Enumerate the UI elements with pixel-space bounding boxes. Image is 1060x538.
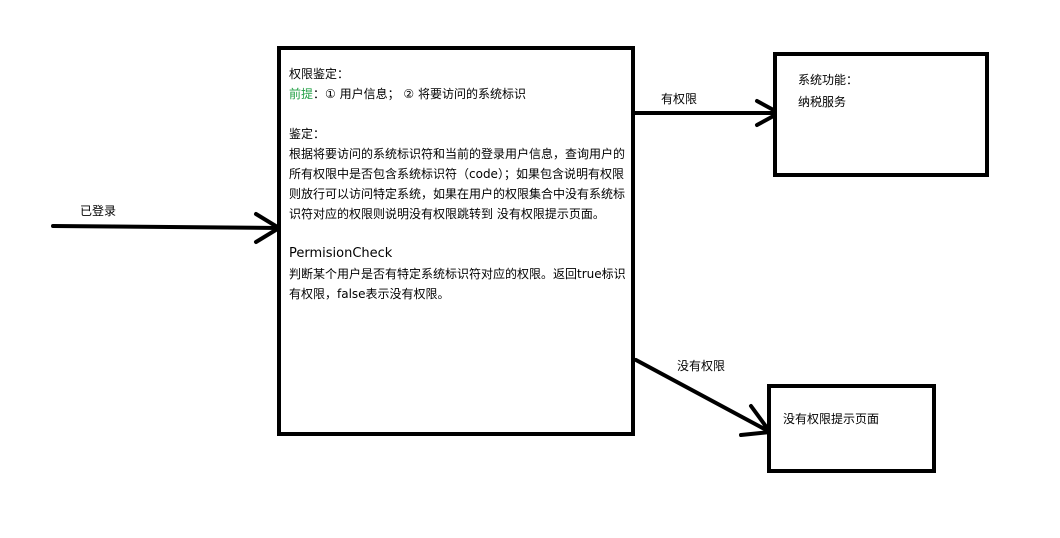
- premise-label: 前提: [289, 87, 314, 101]
- system-function-box: 系统功能： 纳税服务: [773, 52, 989, 177]
- premise-text: ：① 用户信息； ② 将要访问的系统标识: [313, 87, 526, 101]
- no-permission-page-label: 没有权限提示页面: [783, 412, 880, 426]
- login-arrow-line: [51, 224, 281, 230]
- no-permission-label: 没有权限: [677, 359, 726, 373]
- judge-body: 根据将要访问的系统标识符和当前的登录用户信息，查询用户的所有权限中是否包含系统标…: [289, 147, 626, 221]
- system-function-subtitle: 纳税服务: [798, 95, 847, 109]
- login-label: 已登录: [80, 204, 117, 218]
- premise-line: 前提：① 用户信息； ② 将要访问的系统标识: [289, 84, 629, 104]
- system-function-title: 系统功能：: [798, 73, 859, 87]
- no-permission-page-box: 没有权限提示页面: [767, 384, 936, 473]
- has-permission-label: 有权限: [661, 92, 698, 106]
- check-title: PermisionCheck: [289, 246, 393, 261]
- main-title: 权限鉴定：: [289, 67, 350, 81]
- permission-check-content: 权限鉴定： 前提：① 用户信息； ② 将要访问的系统标识 鉴定： 根据将要访问的…: [289, 64, 629, 304]
- no-permission-arrow-line: [634, 358, 772, 434]
- check-body: 判断某个用户是否有特定系统标识符对应的权限。返回true标识有权限，false表…: [289, 267, 626, 301]
- permission-check-box: 权限鉴定： 前提：① 用户信息； ② 将要访问的系统标识 鉴定： 根据将要访问的…: [277, 46, 635, 436]
- judge-title: 鉴定：: [289, 127, 326, 141]
